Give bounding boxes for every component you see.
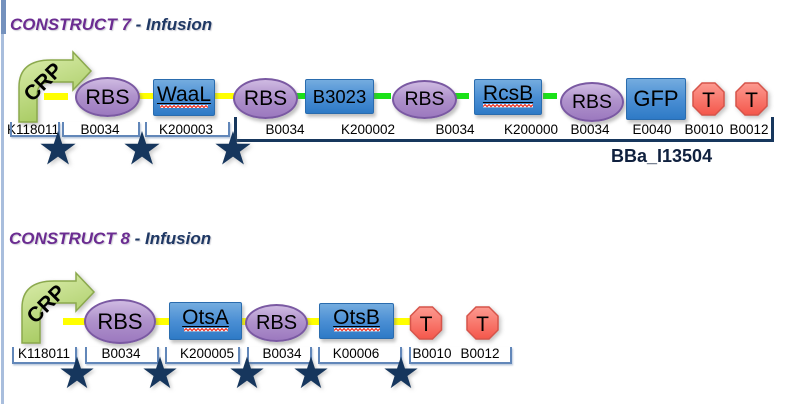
- svg-text:T: T: [702, 89, 715, 112]
- svg-text:T: T: [476, 313, 489, 336]
- svg-text:T: T: [745, 89, 758, 112]
- svg-text:T: T: [420, 313, 433, 336]
